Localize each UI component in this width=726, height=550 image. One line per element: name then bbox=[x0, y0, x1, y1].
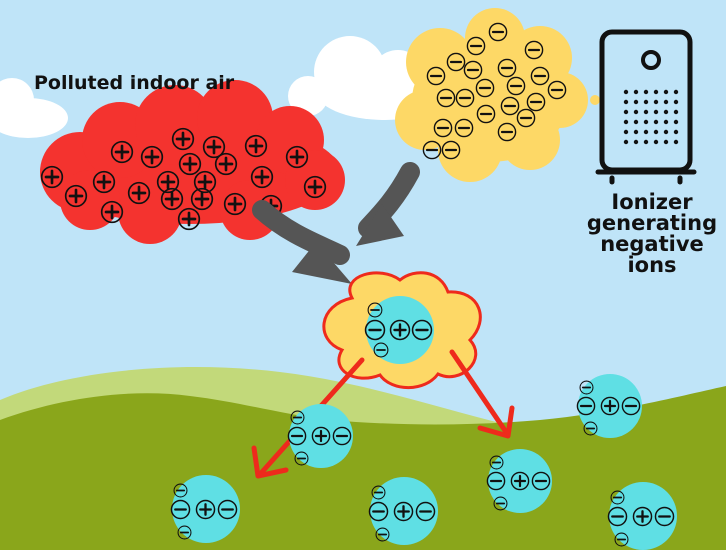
polluted-air-label: Polluted indoor air bbox=[34, 72, 235, 94]
positive-ion-icon bbox=[223, 192, 247, 216]
air-ionizer-icon bbox=[595, 29, 697, 185]
positive-ion-icon bbox=[127, 181, 151, 205]
falling-particle bbox=[486, 449, 552, 513]
falling-particle bbox=[607, 482, 677, 550]
positive-ion-icon bbox=[250, 165, 274, 189]
positive-ion-icon bbox=[92, 170, 116, 194]
red-arrow-right bbox=[449, 349, 509, 435]
ionizer-vent-grid bbox=[623, 89, 679, 145]
polluted-air-cloud bbox=[40, 80, 345, 244]
emitted-ion-dot bbox=[590, 95, 600, 105]
positive-ion-icon bbox=[285, 145, 309, 169]
positive-ion-icon bbox=[177, 207, 201, 231]
ionizer-label: Ionizer generating negative ions bbox=[586, 190, 718, 277]
negative-ion-cloud bbox=[395, 8, 600, 182]
positive-ion-icon bbox=[244, 134, 268, 158]
positive-ion-icon bbox=[160, 187, 184, 211]
positive-ion-icon bbox=[140, 145, 164, 169]
positive-ion-icon bbox=[190, 187, 214, 211]
gray-arrow-head-left bbox=[292, 242, 352, 284]
background-cloud-left bbox=[0, 78, 68, 138]
positive-ion-icon bbox=[40, 165, 64, 189]
positive-ion-icon bbox=[110, 140, 134, 164]
falling-particle bbox=[368, 477, 438, 545]
positive-ion-icon bbox=[389, 319, 411, 341]
positive-ion-icon bbox=[178, 152, 202, 176]
positive-ion-icon bbox=[303, 175, 327, 199]
gray-arrow-head-right bbox=[356, 204, 404, 246]
gray-arrow-from-polluted-air bbox=[252, 200, 350, 265]
positive-ion-icon bbox=[171, 127, 195, 151]
positive-ion-icon bbox=[214, 152, 238, 176]
positive-ion-icon bbox=[100, 200, 124, 224]
falling-particle bbox=[287, 404, 353, 468]
red-arrow-head-left bbox=[251, 445, 289, 479]
red-arrow-head-right bbox=[477, 405, 515, 439]
positive-ion-icon bbox=[64, 184, 88, 208]
falling-particle bbox=[170, 475, 240, 543]
falling-particle bbox=[576, 374, 642, 438]
